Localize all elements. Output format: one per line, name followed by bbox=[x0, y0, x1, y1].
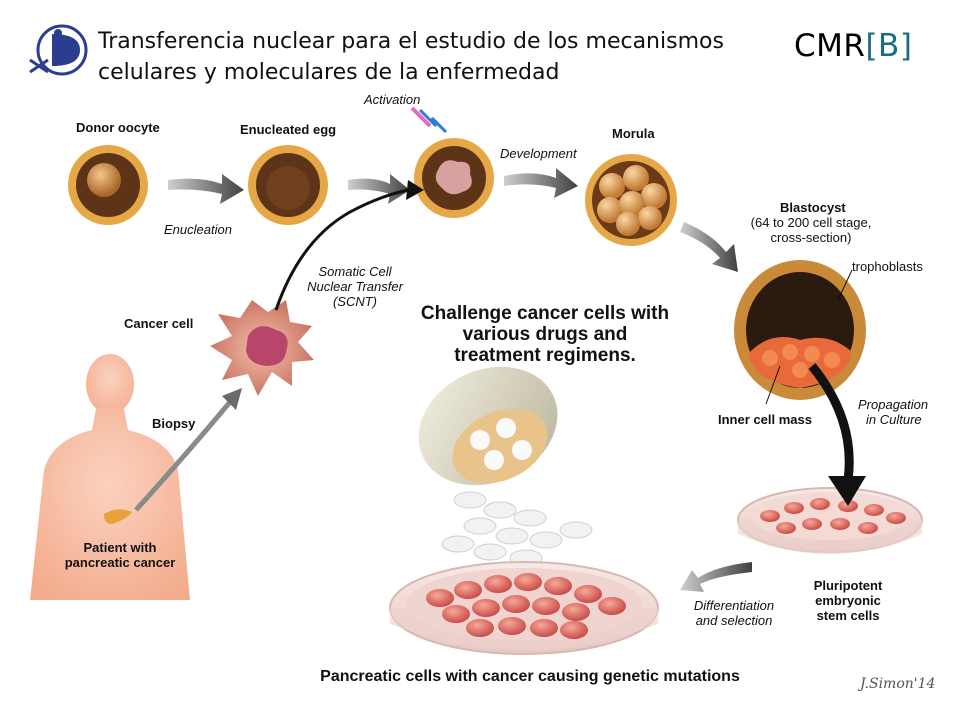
enucleated-egg-image bbox=[248, 145, 328, 225]
arrow-differentiation bbox=[680, 562, 752, 592]
arrow-biopsy bbox=[134, 388, 242, 512]
label-blastocyst-detail-1: (64 to 200 cell stage, bbox=[750, 215, 872, 230]
label-patient-2: pancreatic cancer bbox=[64, 555, 176, 570]
label-pluripotent-3: stem cells bbox=[816, 608, 880, 623]
brand-main: CMR bbox=[794, 28, 866, 64]
bottom-caption: Pancreatic cells with cancer causing gen… bbox=[320, 668, 740, 685]
cancer-cell-image bbox=[210, 300, 314, 396]
brand-close-bracket: ] bbox=[899, 28, 913, 64]
donor-oocyte-image bbox=[68, 145, 148, 225]
challenge-heading: Challenge cancer cells with various drug… bbox=[420, 303, 670, 366]
label-differentiation-2: and selection bbox=[695, 613, 773, 628]
institution-logo bbox=[29, 24, 88, 76]
label-activation: Activation bbox=[364, 92, 421, 107]
label-pluripotent-2: embryonic bbox=[815, 593, 881, 608]
label-scnt-3: (SCNT) bbox=[332, 294, 378, 309]
label-morula: Morula bbox=[612, 126, 655, 141]
label-propagation-2: in Culture bbox=[866, 412, 922, 427]
blastocyst-image bbox=[734, 260, 866, 405]
label-cancer-cell: Cancer cell bbox=[124, 316, 194, 331]
arrow-scnt bbox=[274, 180, 424, 311]
label-enucleated-egg: Enucleated egg bbox=[240, 122, 337, 137]
page-title: Transferencia nuclear para el estudio de… bbox=[98, 29, 724, 85]
label-scnt-1: Somatic Cell bbox=[318, 264, 392, 279]
pills-pile bbox=[441, 491, 593, 567]
label-development: Development bbox=[500, 146, 577, 161]
arrow-to-activation bbox=[348, 174, 410, 204]
arrow-to-blastocyst bbox=[680, 222, 738, 272]
small-petri-dish bbox=[737, 487, 923, 554]
brand-mark: CMR[B] bbox=[794, 28, 912, 64]
large-petri-dish bbox=[389, 561, 659, 655]
label-donor-oocyte: Donor oocyte bbox=[76, 120, 160, 135]
label-trophoblasts: trophoblasts bbox=[852, 259, 923, 274]
label-blastocyst-detail-2: cross-section) bbox=[770, 230, 852, 245]
morula-image bbox=[585, 154, 677, 246]
label-biopsy: Biopsy bbox=[152, 416, 196, 431]
activated-egg-image bbox=[410, 106, 494, 218]
artist-signature: J.Simon'14 bbox=[860, 676, 936, 692]
label-enucleation: Enucleation bbox=[164, 222, 232, 237]
brand-letter: B bbox=[878, 28, 900, 64]
label-propagation-1: Propagation bbox=[858, 397, 929, 412]
label-inner-cell-mass: Inner cell mass bbox=[718, 412, 812, 427]
pill-bottle-image bbox=[418, 366, 558, 486]
arrow-enucleation bbox=[168, 174, 244, 204]
label-differentiation-1: Differentiation bbox=[693, 598, 775, 613]
label-patient-1: Patient with bbox=[83, 540, 157, 555]
patient-silhouette bbox=[30, 354, 190, 600]
label-blastocyst: Blastocyst bbox=[780, 200, 846, 215]
arrow-propagation bbox=[808, 363, 866, 506]
label-scnt-2: Nuclear Transfer bbox=[307, 279, 403, 294]
label-pluripotent-1: Pluripotent bbox=[813, 578, 883, 593]
brand-open-bracket: [ bbox=[865, 28, 879, 64]
arrow-development bbox=[504, 168, 578, 198]
